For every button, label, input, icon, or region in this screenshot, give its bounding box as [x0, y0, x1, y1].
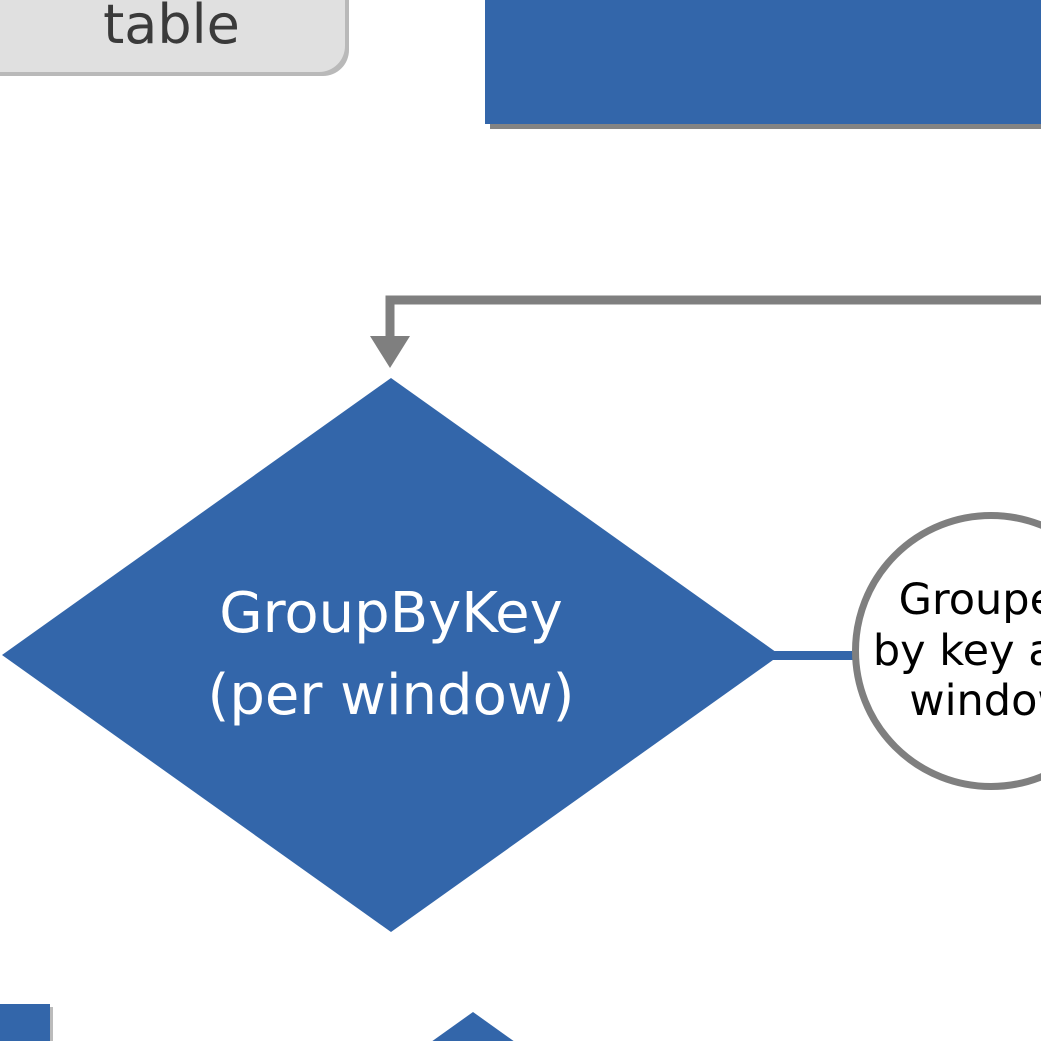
annotation-grouped-label-line3: window — [909, 676, 1041, 727]
annotation-grouped-label: Grouped by key and window — [873, 575, 1041, 727]
node-group-by-key-label-line2: (per window) — [207, 663, 575, 728]
node-window-fn[interactable]: WindowFn — [485, 0, 1041, 124]
node-group-by-key-label: GroupByKey (per window) — [2, 378, 780, 932]
node-bottom-left-fragment[interactable] — [0, 1004, 50, 1041]
arrowhead-down-icon — [370, 336, 410, 368]
node-bottom-diamond-shape — [340, 1012, 606, 1041]
annotation-grouped-label-line1: Grouped — [898, 574, 1041, 625]
connector-group-by-key-to-annotation — [760, 651, 860, 660]
node-group-by-key-label-line1: GroupByKey — [219, 580, 563, 646]
connector-elbow-path — [385, 295, 1041, 340]
annotation-grouped-by-key-and-window[interactable]: Grouped by key and window — [852, 512, 1041, 790]
node-window-fn-label: WindowFn — [620, 0, 949, 124]
annotation-grouped-label-line2: by key and — [872, 625, 1041, 676]
node-table[interactable]: table — [0, 0, 345, 72]
node-bottom-diamond-fragment[interactable] — [340, 1012, 606, 1041]
node-group-by-key[interactable]: GroupByKey (per window) — [2, 378, 780, 932]
node-table-label: table — [103, 0, 240, 57]
